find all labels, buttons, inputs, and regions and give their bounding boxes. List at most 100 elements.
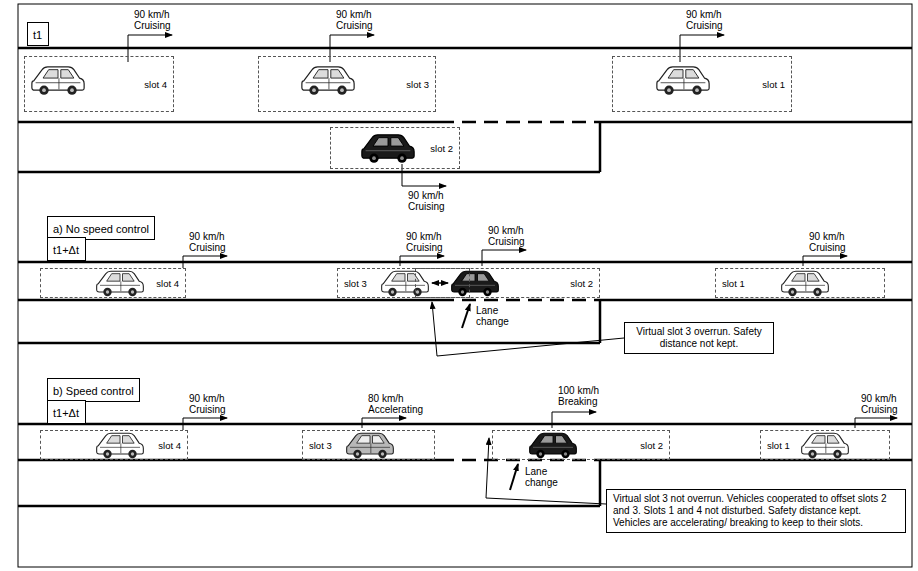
car (97, 433, 144, 458)
slot-box: slot 3 (302, 430, 435, 460)
speed-label: 80 km/h (368, 393, 404, 404)
car (97, 271, 144, 296)
speed-label: 90 km/h (408, 190, 444, 201)
car (802, 433, 849, 458)
lane-change-arrow (510, 464, 518, 490)
car (452, 271, 499, 296)
car (382, 271, 429, 296)
speed-arrow (680, 35, 724, 62)
slot-label: slot 2 (640, 440, 663, 451)
time-box: t1+Δt (47, 237, 86, 261)
gap-arrow (432, 282, 448, 284)
slot-box: slot 3 (337, 268, 470, 298)
time-box: t1+Δt (47, 400, 86, 424)
slot-box: slot 4 (24, 56, 174, 112)
road-line (18, 262, 912, 343)
speed-arrows (128, 35, 897, 504)
state-label: Cruising (336, 20, 373, 31)
state-label: Cruising (189, 242, 226, 253)
slot-label: slot 3 (344, 278, 367, 289)
slot-label: slot 4 (156, 278, 179, 289)
state-label: Cruising (408, 201, 445, 212)
speed-label: 90 km/h (686, 9, 722, 20)
section-box: b) Speed control (47, 378, 140, 402)
slot-label: slot 3 (406, 79, 429, 90)
speed-arrow (482, 250, 526, 266)
state-label: Breaking (558, 396, 597, 407)
slot-box: slot 4 (40, 268, 186, 298)
heading-text: t1+Δt (53, 244, 79, 257)
slot-label: slot 1 (767, 440, 790, 451)
speed-arrow (803, 256, 847, 266)
leader-line (486, 438, 606, 504)
heading-text: a) No speed control (53, 223, 149, 236)
slot-box: slot 1 (612, 56, 792, 112)
speed-label: 100 km/h (558, 385, 599, 396)
state-label: Accelerating (368, 404, 423, 415)
heading-text: b) Speed control (53, 385, 134, 398)
callout-box: Virtual slot 3 not overrun. Vehicles coo… (606, 489, 906, 533)
speed-label: 90 km/h (134, 9, 170, 20)
speed-label: 90 km/h (861, 393, 897, 404)
state-label: Cruising (189, 404, 226, 415)
slot-label: slot 2 (430, 143, 453, 154)
car (782, 271, 829, 296)
speed-arrow (400, 256, 444, 266)
speed-label: 90 km/h (189, 231, 225, 242)
heading-text: t1 (33, 29, 42, 42)
car (530, 433, 577, 458)
slot-box: slot 2 (492, 430, 670, 460)
slot-box: slot 2 (415, 268, 600, 298)
slot-label: slot 3 (309, 440, 332, 451)
slot-label: slot 2 (570, 278, 593, 289)
state-label: Cruising (809, 242, 846, 253)
speed-label: 90 km/h (189, 393, 225, 404)
car (302, 67, 354, 95)
callout-box: Virtual slot 3 overrun. Safety distance … (624, 322, 774, 354)
speed-arrow (183, 418, 227, 430)
speed-arrow (552, 412, 596, 428)
lane-line (440, 121, 600, 124)
slot-label: slot 1 (722, 278, 745, 289)
road (18, 48, 912, 506)
speed-label: 90 km/h (336, 9, 372, 20)
lane-change-label: Lane change (525, 466, 580, 488)
state-label: Cruising (134, 20, 171, 31)
car (657, 67, 709, 95)
lane-line (440, 299, 600, 302)
state-label: Cruising (686, 20, 723, 31)
callout-text: Virtual slot 3 not overrun. Vehicles coo… (613, 493, 899, 529)
speed-arrow (330, 35, 374, 62)
lane-change-arrow (462, 304, 470, 328)
frame (18, 4, 912, 567)
speed-label: 90 km/h (406, 231, 442, 242)
leader-line (432, 302, 624, 356)
car (32, 67, 84, 95)
car (347, 433, 394, 458)
slot-box: slot 1 (715, 268, 885, 298)
slot-box: slot 2 (330, 127, 460, 169)
speed-label: 90 km/h (488, 225, 524, 236)
slot-box: slot 3 (258, 56, 436, 112)
state-label: Cruising (488, 236, 525, 247)
state-label: Cruising (861, 404, 898, 415)
lane-change-label: Lane change (476, 305, 531, 327)
state-label: Cruising (406, 242, 443, 253)
speed-label: 90 km/h (809, 231, 845, 242)
slot-label: slot 4 (144, 79, 167, 90)
slot-label: slot 1 (762, 79, 785, 90)
slot-box: slot 4 (40, 430, 188, 460)
speed-arrow (183, 256, 227, 268)
speed-arrow (128, 35, 172, 62)
speed-arrow (362, 418, 406, 428)
callout-text: Virtual slot 3 overrun. Safety distance … (631, 326, 767, 350)
road-line (18, 48, 912, 172)
heading-text: t1+Δt (53, 407, 79, 420)
slot-box: slot 1 (760, 430, 890, 460)
time-box: t1 (27, 22, 49, 46)
car (362, 135, 414, 163)
speed-arrow (855, 418, 897, 428)
speed-arrow (402, 164, 446, 186)
slot-label: slot 4 (158, 440, 181, 451)
